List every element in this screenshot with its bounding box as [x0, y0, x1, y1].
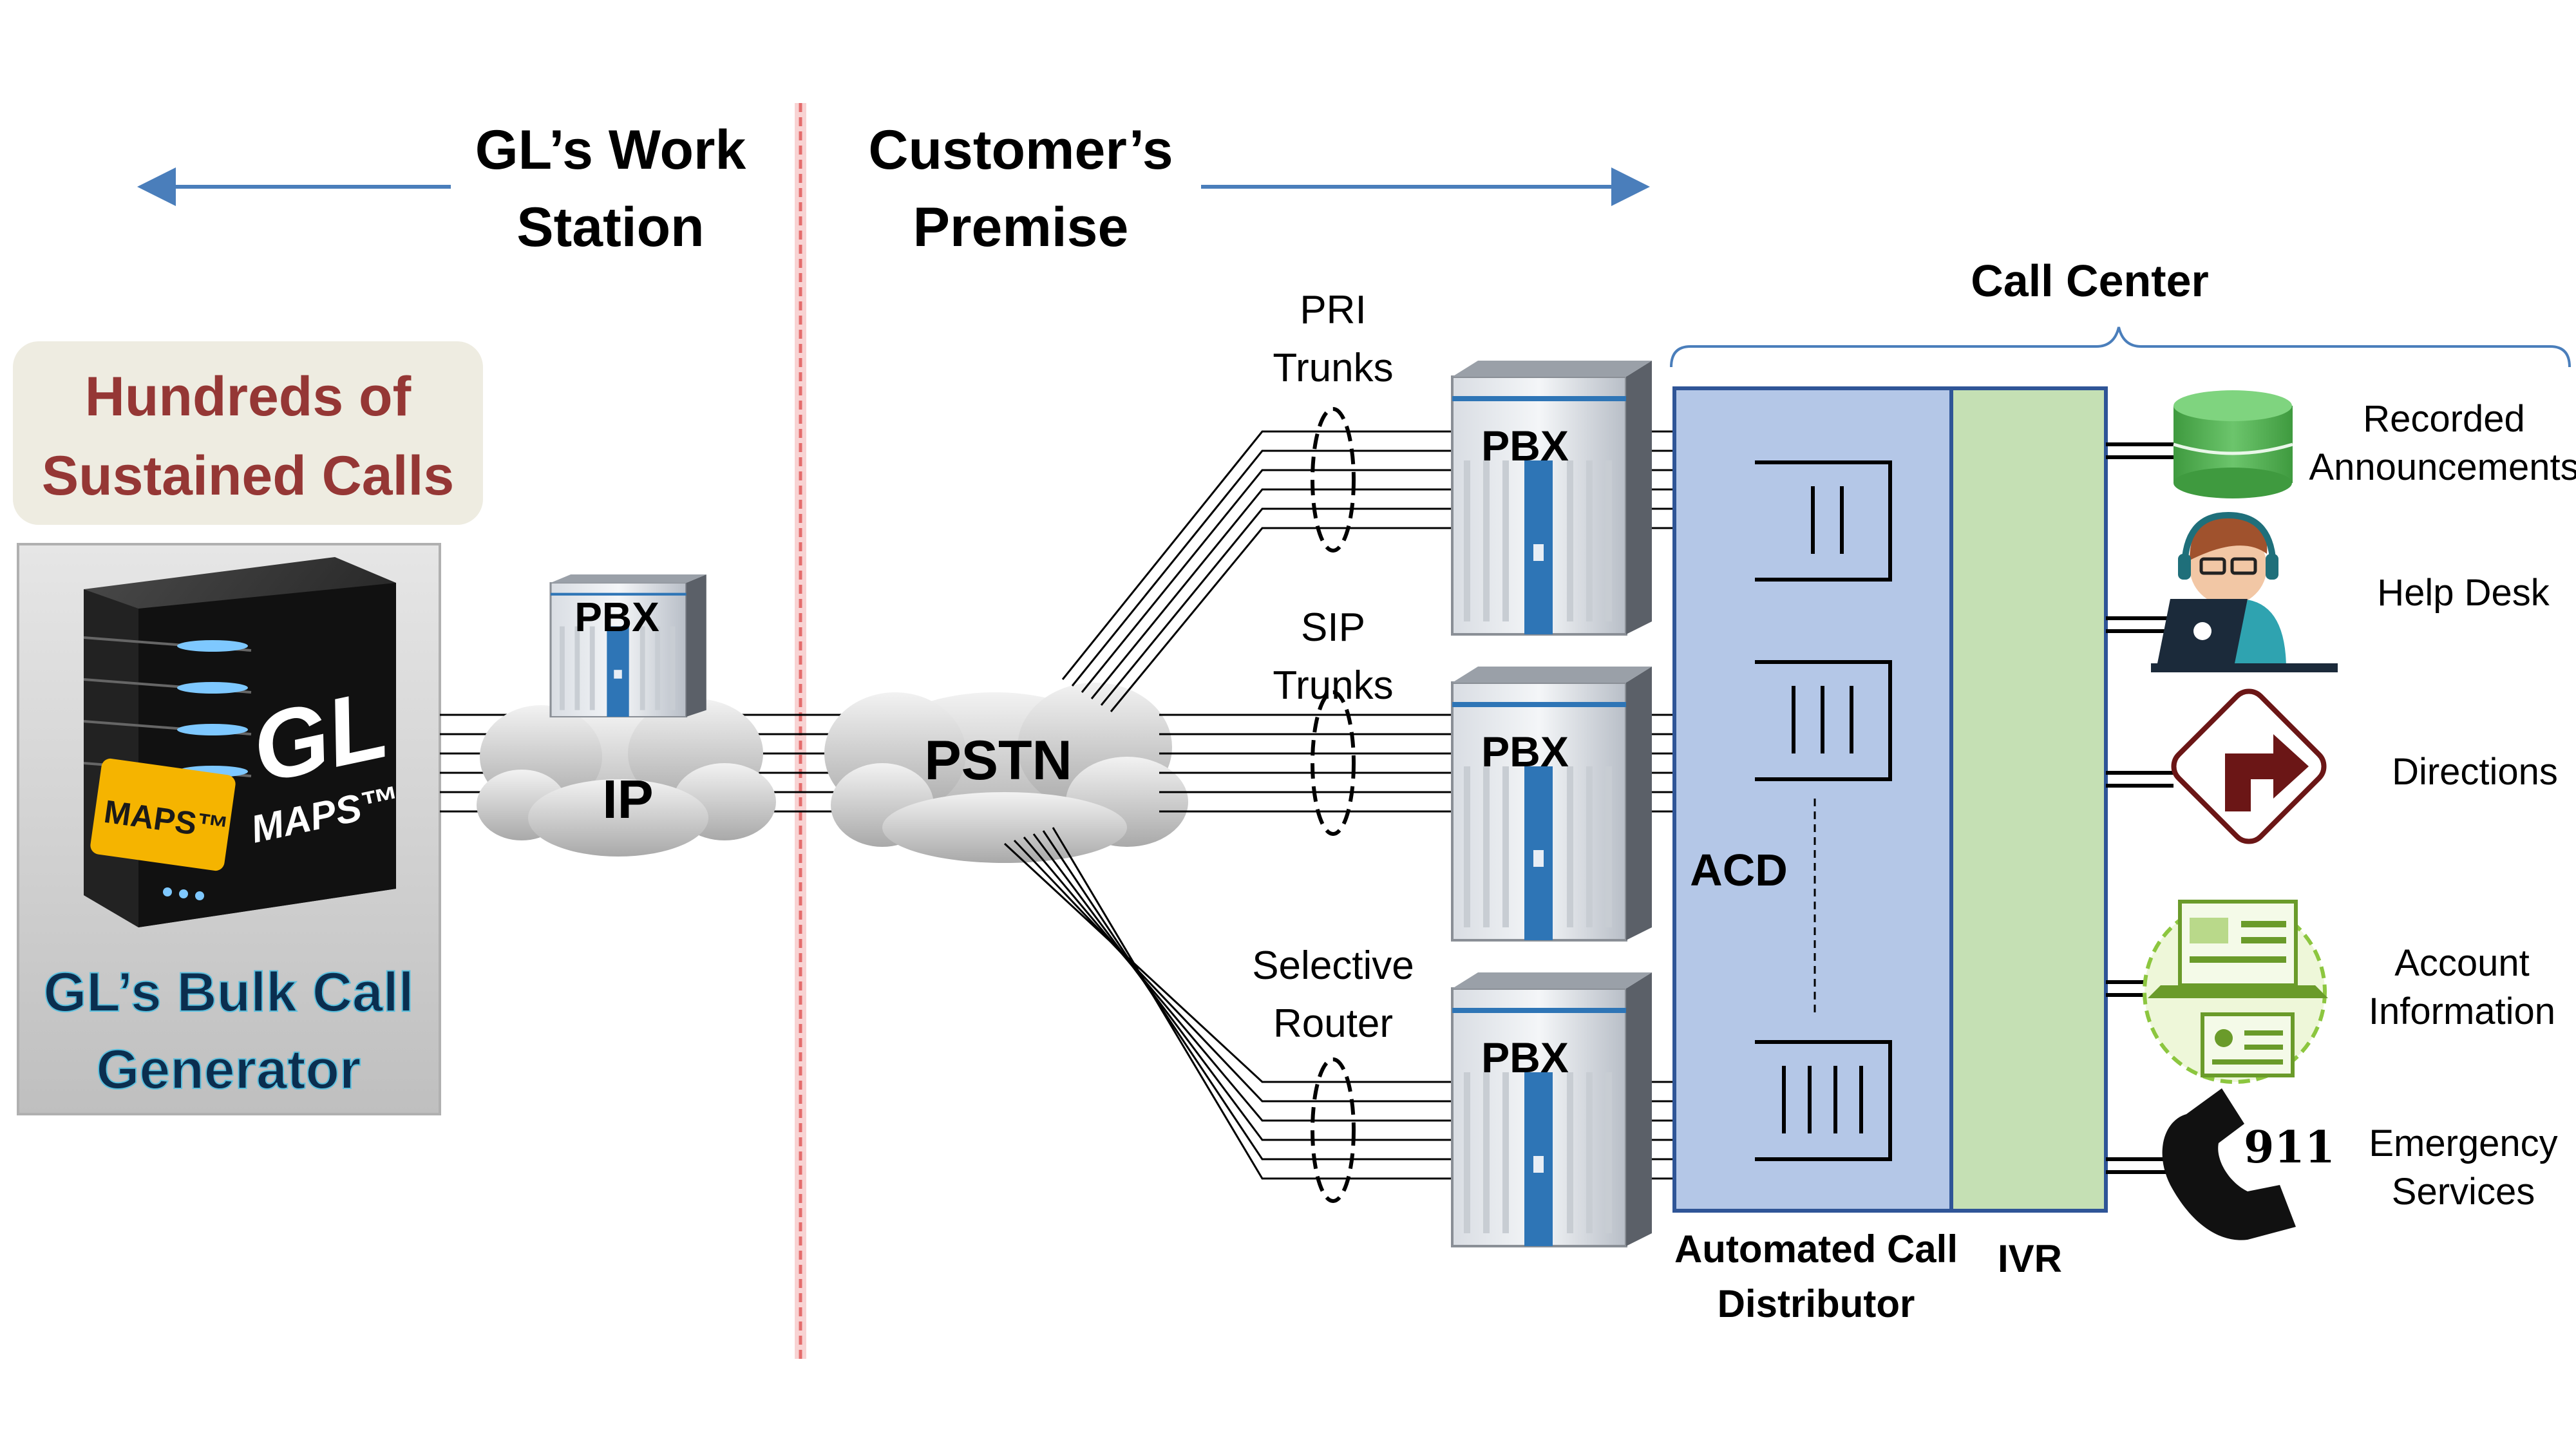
service-recorded-label-1: Recorded — [2363, 398, 2524, 440]
pstn-cloud-icon — [824, 683, 1188, 863]
pstn-to-pri-lines — [1061, 430, 1468, 712]
generator-label-2: Generator — [96, 1039, 361, 1101]
queue-icon-2 — [1755, 460, 1892, 582]
router-label-1: Selective — [1252, 943, 1414, 988]
badge-line-2: Sustained Calls — [42, 445, 454, 507]
pri-label-1: PRI — [1300, 288, 1366, 332]
ivr-to-services-lines — [2106, 442, 2174, 1174]
badge-line-1: Hundreds of — [85, 366, 412, 428]
queue-icon-4 — [1755, 1040, 1892, 1161]
pri-label-2: Trunks — [1273, 346, 1393, 390]
service-helpdesk-label: Help Desk — [2377, 572, 2550, 614]
sip-label-1: SIP — [1301, 605, 1365, 650]
workstation-heading-1: GL’s Work — [475, 119, 746, 181]
ivr-panel — [1949, 386, 2108, 1213]
pri-pbx-icon — [1451, 359, 1653, 636]
router-label-2: Router — [1273, 1001, 1393, 1046]
premise-heading-2: Premise — [913, 196, 1129, 258]
sip-pbx-label: PBX — [1481, 728, 1569, 775]
call-center-title: Call Center — [1971, 256, 2209, 306]
pri-pbx-label: PBX — [1481, 422, 1569, 469]
service-directions-label: Directions — [2392, 751, 2558, 793]
acd-label: ACD — [1690, 845, 1788, 895]
acd-caption-1: Automated Call — [1674, 1227, 1958, 1271]
phone-911-icon — [2162, 1088, 2296, 1240]
workstation-heading-2: Station — [516, 196, 704, 258]
call-center-brace — [1670, 327, 2571, 368]
generator-label-1: GL’s Bulk Call — [43, 961, 413, 1023]
headset-agent-icon — [2151, 511, 2338, 672]
database-icon — [2173, 390, 2293, 498]
emergency-number-badge: 911 — [2244, 1122, 2335, 1173]
ip-cloud-icon — [477, 699, 776, 857]
service-emergency-label-2: Services — [2392, 1171, 2535, 1213]
service-emergency-label-1: Emergency — [2369, 1122, 2557, 1164]
pbx-to-acd-lines — [1652, 430, 1674, 1180]
service-account-label-2: Information — [2369, 990, 2555, 1032]
sip-label-2: Trunks — [1273, 663, 1393, 708]
queue-icon-3 — [1755, 660, 1892, 781]
ivr-caption: IVR — [1998, 1237, 2062, 1280]
premise-heading-1: Customer’s — [868, 119, 1173, 181]
ip-pbx-label: PBX — [574, 594, 659, 640]
turn-right-sign-icon — [2171, 688, 2327, 844]
router-pbx-icon — [1451, 971, 1653, 1247]
sip-trunk-group — [1311, 690, 1356, 836]
sip-pbx-icon — [1451, 665, 1653, 942]
generator-server-icon — [83, 557, 396, 927]
pstn-to-router-lines — [1003, 827, 1468, 1180]
calls-badge — [13, 341, 483, 525]
router-trunk-group — [1311, 1057, 1356, 1203]
service-recorded-label-2: Announcements — [2309, 446, 2576, 488]
service-account-label-1: Account — [2394, 942, 2530, 984]
pstn-label: PSTN — [924, 730, 1072, 791]
router-pbx-label: PBX — [1481, 1034, 1569, 1081]
pri-trunk-group — [1311, 407, 1356, 553]
ip-cloud-label: IP — [602, 769, 653, 829]
laptop-form-icon — [2143, 900, 2328, 1084]
acd-caption-2: Distributor — [1718, 1282, 1915, 1325]
